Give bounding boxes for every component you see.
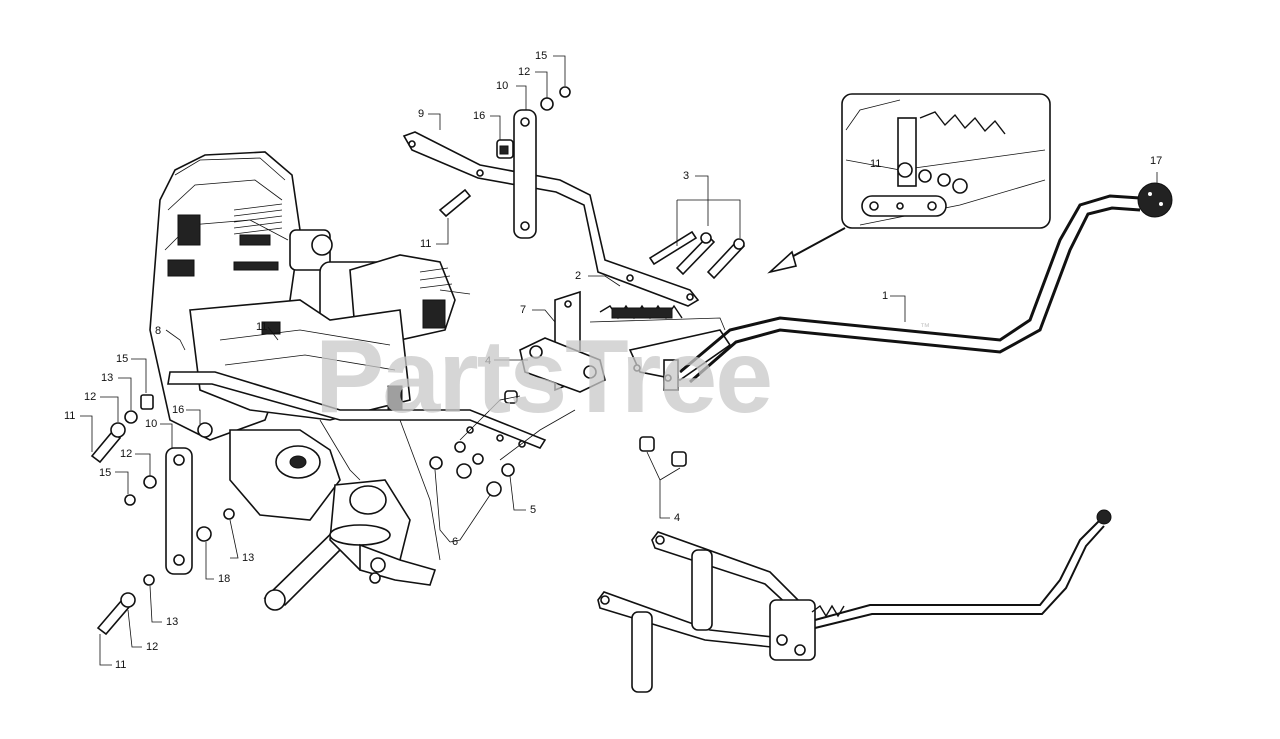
- callout-9: 9: [418, 108, 424, 120]
- callout-2: 2: [575, 270, 581, 282]
- callout-15: 15: [535, 50, 547, 62]
- callout-6: 6: [452, 536, 458, 548]
- callout-11: 11: [64, 410, 75, 422]
- leader-lines: [80, 55, 1158, 666]
- upper-mounting-bar: [402, 86, 746, 307]
- shift-knob: [1137, 182, 1173, 218]
- callout-16: 16: [473, 110, 485, 122]
- callout-13: 13: [242, 552, 254, 564]
- callout-1: 1: [882, 290, 888, 302]
- callout-8: 8: [155, 325, 161, 337]
- callout-16: 16: [172, 404, 184, 416]
- callout-3: 3: [683, 170, 689, 182]
- callout-5: 5: [530, 504, 536, 516]
- callout-4: 4: [674, 512, 680, 524]
- callout-11: 11: [256, 321, 267, 333]
- inset-detail: [767, 93, 1051, 274]
- callout-12: 12: [84, 391, 96, 403]
- callout-18: 18: [218, 573, 230, 585]
- callout-10: 10: [496, 80, 508, 92]
- watermark: PartsTree ™: [315, 319, 930, 435]
- callout-10: 10: [145, 418, 157, 430]
- callout-7: 7: [520, 304, 526, 316]
- callout-13: 13: [166, 616, 178, 628]
- callout-12: 12: [518, 66, 530, 78]
- callout-11: 11: [870, 158, 881, 170]
- left-hanger-assembly: [90, 394, 235, 636]
- callout-15: 15: [116, 353, 128, 365]
- callout-11: 11: [115, 659, 126, 671]
- assembled-view: [597, 509, 1112, 693]
- callout-labels: 15 12 10 9 16 11 3 2 1 17 7 4 8 11 15 13…: [64, 50, 1162, 671]
- callout-12: 12: [146, 641, 158, 653]
- spring: [599, 304, 683, 320]
- spring-bracket-assembly: [429, 290, 732, 497]
- callout-11: 11: [420, 238, 431, 250]
- svg-text:PartsTree: PartsTree: [315, 319, 771, 435]
- callout-12: 12: [120, 448, 132, 460]
- callout-4: 4: [485, 355, 491, 367]
- callout-17: 17: [1150, 155, 1162, 167]
- engine-assembly: [149, 151, 547, 611]
- callout-13: 13: [101, 372, 113, 384]
- svg-text:™: ™: [920, 322, 930, 333]
- callout-15: 15: [99, 467, 111, 479]
- shift-lever: [679, 182, 1173, 384]
